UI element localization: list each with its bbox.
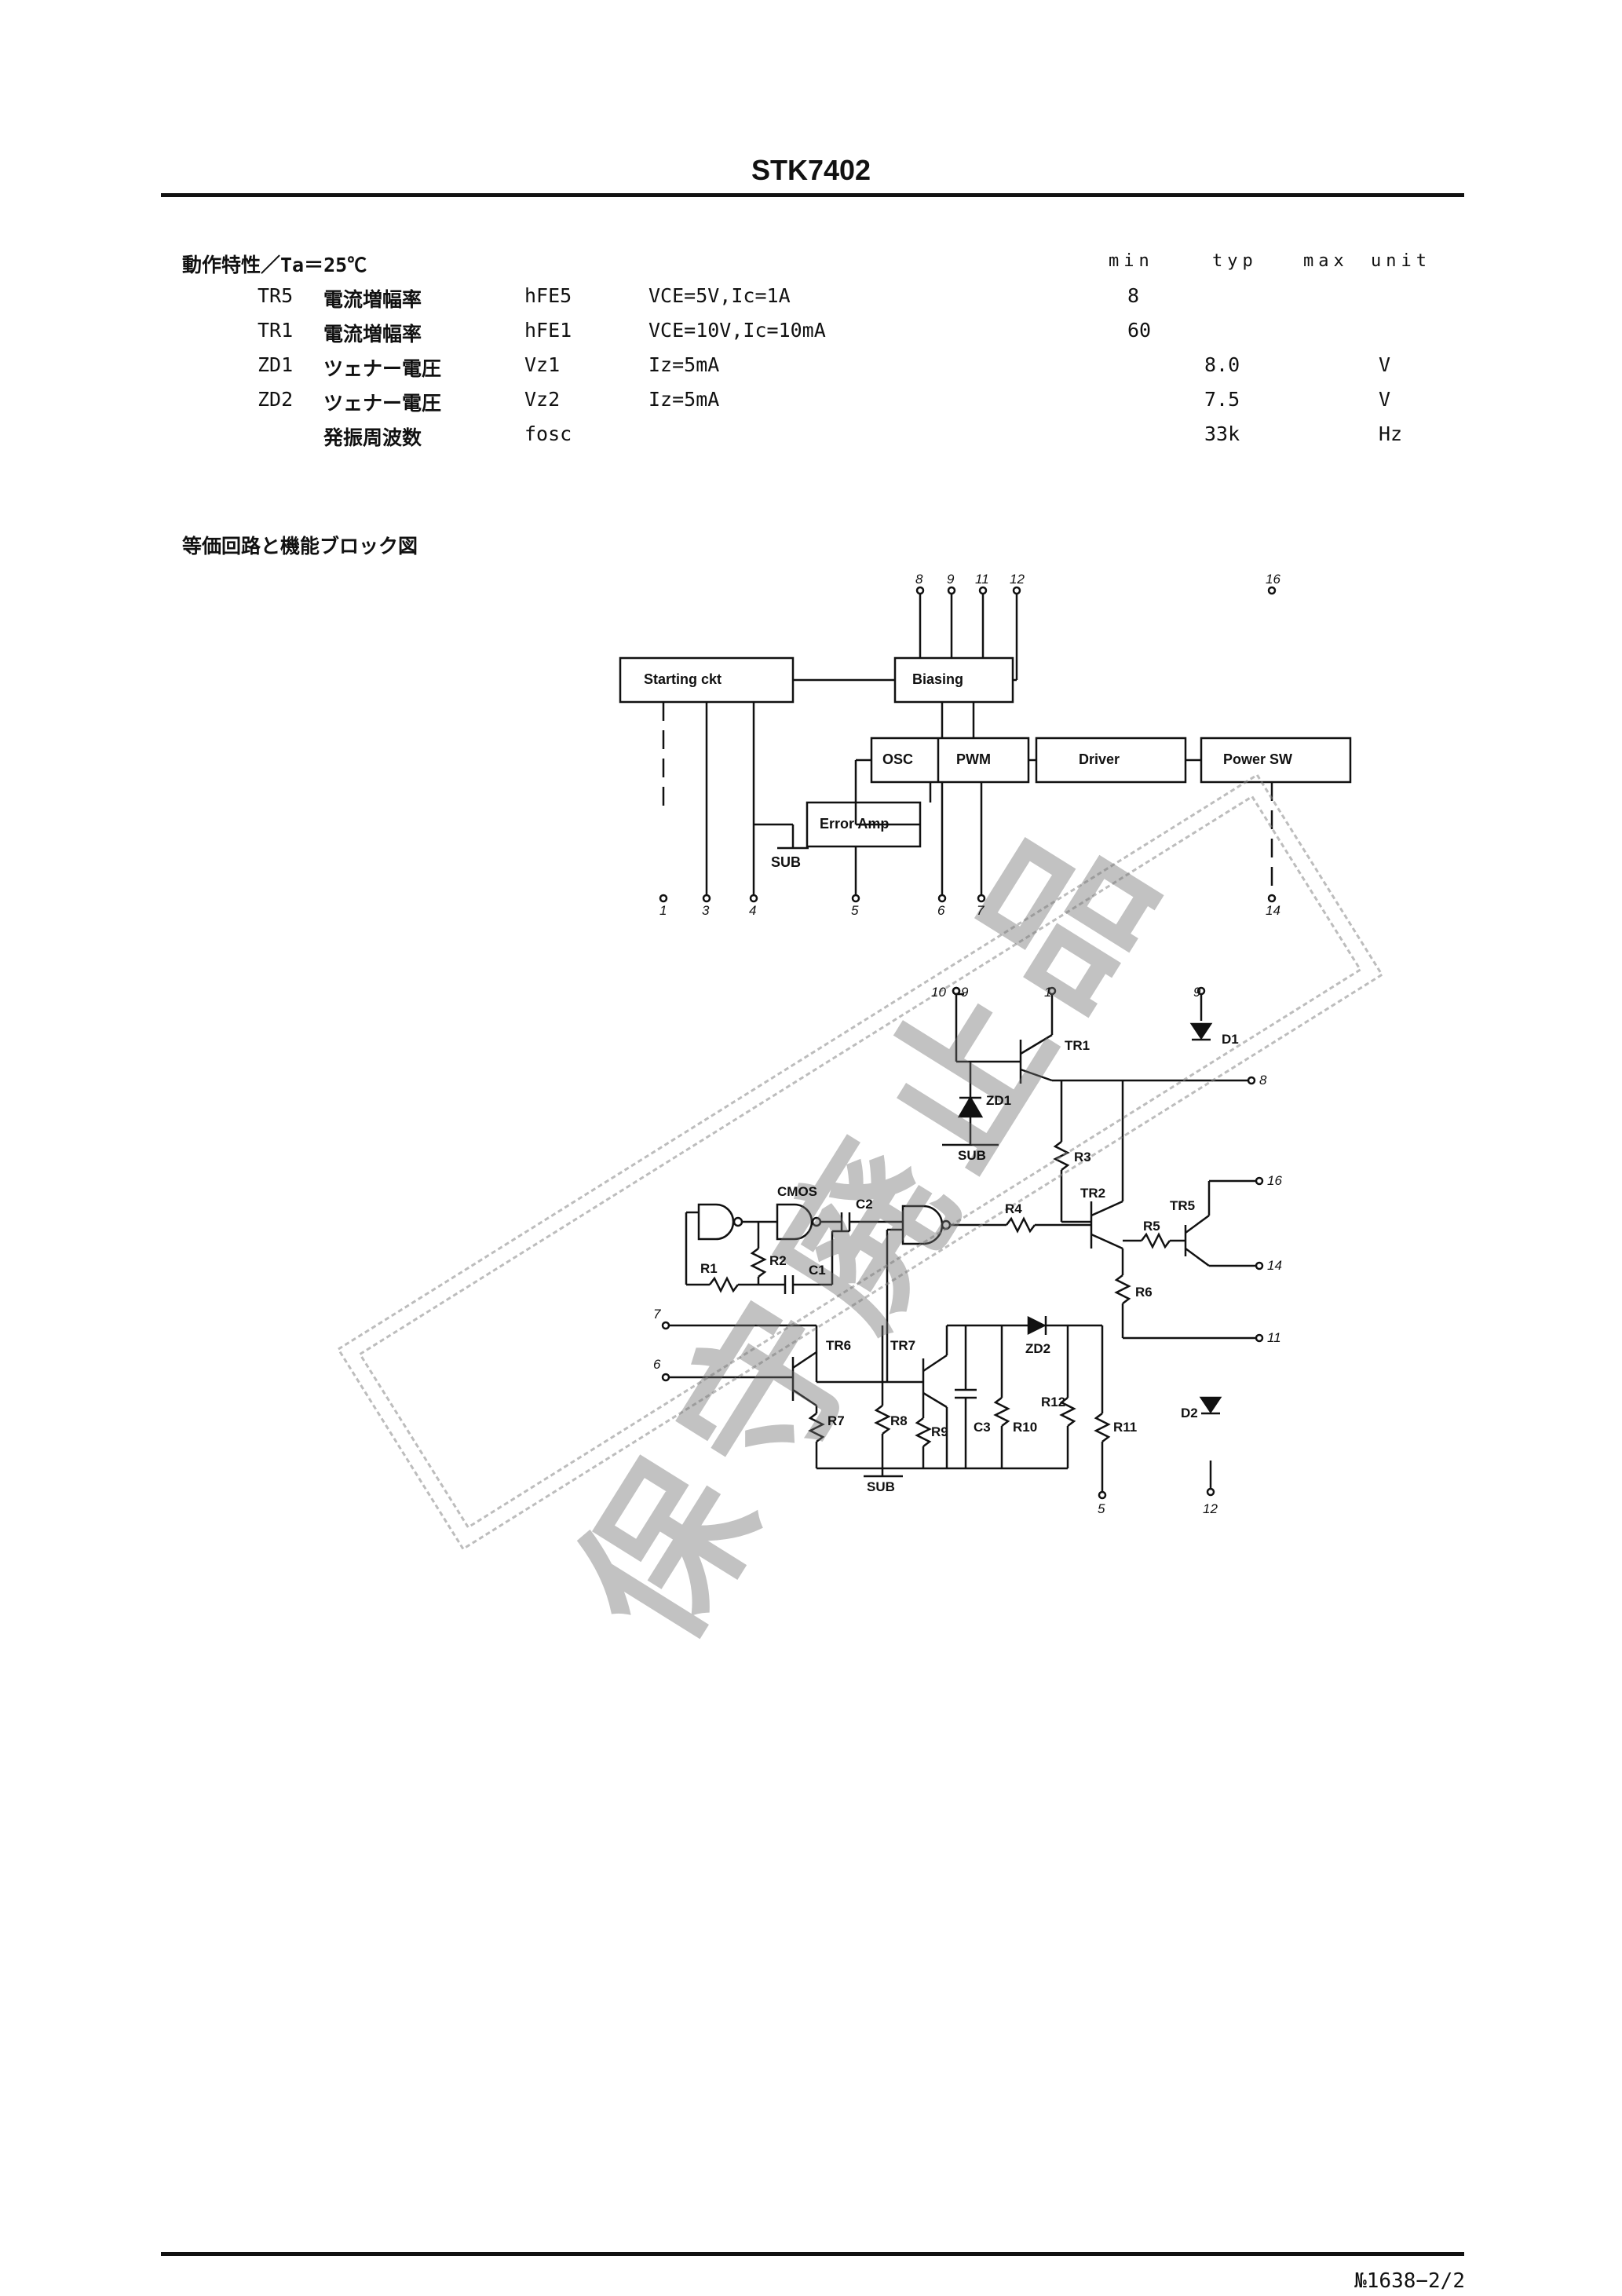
pin-top-8: 8 (915, 572, 923, 587)
cpin-7: 7 (653, 1307, 661, 1322)
col-typ: typ (1212, 251, 1258, 271)
block-biasing-label: Biasing (912, 671, 964, 687)
label-r11: R11 (1113, 1420, 1138, 1435)
label-sub2: SUB (867, 1479, 895, 1494)
spec-name: ツェナー電圧 (323, 357, 442, 380)
label-tr5: TR5 (1170, 1198, 1196, 1213)
block-osc-label: OSC (882, 751, 914, 767)
cpin-11: 11 (1267, 1330, 1281, 1345)
label-r1: R1 (700, 1261, 718, 1276)
stamp-watermark (336, 773, 1384, 1551)
spec-sym: TR5 (258, 284, 294, 307)
block-driver-label: Driver (1079, 751, 1120, 767)
spec-name: 電流増幅率 (323, 288, 422, 311)
label-tr1: TR1 (1065, 1038, 1090, 1053)
label-c2: C2 (856, 1197, 873, 1212)
cpin-5: 5 (1098, 1501, 1105, 1516)
label-d1: D1 (1222, 1032, 1239, 1047)
spec-sym: ZD2 (258, 388, 294, 411)
cpin-6: 6 (653, 1357, 661, 1372)
cpin-9b: 9 (961, 985, 969, 1000)
label-cmos: CMOS (777, 1184, 817, 1199)
spec-param: Vz1 (524, 353, 561, 376)
label-d2: D2 (1181, 1406, 1198, 1420)
cpin-16: 16 (1267, 1173, 1282, 1188)
cpin-14: 14 (1267, 1258, 1282, 1273)
spec-min: 8 (1127, 284, 1140, 307)
section-label: 等価回路と機能ブロック図 (182, 535, 418, 558)
cpin-9: 9 (1193, 985, 1201, 1000)
spec-unit: V (1379, 388, 1391, 411)
label-r10: R10 (1013, 1420, 1038, 1435)
label-zd2: ZD2 (1025, 1341, 1051, 1356)
block-pwm-label: PWM (956, 751, 991, 767)
pin-bottom-4: 4 (749, 903, 757, 918)
footer-rule (161, 2252, 1464, 2256)
header-rule (161, 193, 1464, 197)
label-r7: R7 (827, 1413, 845, 1428)
block-error-amp-label: Error Amp (820, 816, 890, 832)
spec-sym: TR1 (258, 319, 294, 342)
block-power-label: Power SW (1223, 751, 1293, 767)
spec-cond: Iz=5mA (648, 353, 720, 376)
pin-top-16: 16 (1266, 572, 1280, 587)
label-tr2: TR2 (1080, 1186, 1106, 1201)
spec-name: 発振周波数 (323, 426, 422, 449)
pin-bottom-14: 14 (1266, 903, 1280, 918)
block-starting-label: Starting ckt (644, 671, 722, 687)
label-r3: R3 (1074, 1150, 1091, 1164)
sub-label: SUB (771, 854, 802, 870)
label-zd1: ZD1 (986, 1093, 1012, 1108)
spec-unit: V (1379, 353, 1391, 376)
label-r2: R2 (769, 1253, 787, 1268)
cpin-10: 10 (931, 985, 946, 1000)
spec-typ: 7.5 (1204, 388, 1240, 411)
pin-bottom-3: 3 (702, 903, 710, 918)
label-r5: R5 (1143, 1219, 1160, 1234)
pin-top-12: 12 (1010, 572, 1025, 587)
spec-sym: ZD1 (258, 353, 294, 376)
spec-param: fosc (524, 422, 572, 445)
spec-typ: 8.0 (1204, 353, 1240, 376)
spec-cond: Iz=5mA (648, 388, 720, 411)
cpin-8: 8 (1259, 1073, 1267, 1088)
pin-top-9: 9 (947, 572, 955, 587)
spec-param: Vz2 (524, 388, 561, 411)
pin-bottom-1: 1 (659, 903, 667, 918)
col-max: max (1303, 251, 1349, 271)
page-number: №1638−2/2 (1354, 2269, 1465, 2293)
label-r8: R8 (890, 1413, 908, 1428)
label-tr7: TR7 (890, 1338, 916, 1353)
page-title: STK7402 (751, 154, 871, 186)
label-sub1: SUB (958, 1148, 986, 1163)
pin-bottom-7: 7 (977, 903, 985, 918)
spec-unit: Hz (1379, 422, 1403, 445)
spec-param: hFE1 (524, 319, 572, 342)
pin-top-11: 11 (975, 572, 989, 587)
spec-name: ツェナー電圧 (323, 392, 442, 415)
spec-param: hFE5 (524, 284, 572, 307)
specs-heading: 動作特性／Ta＝25℃ (182, 254, 367, 276)
col-unit: unit (1371, 251, 1431, 271)
label-r12: R12 (1041, 1395, 1066, 1409)
pin-bottom-5: 5 (851, 903, 859, 918)
pin-bottom-6: 6 (937, 903, 945, 918)
label-tr6: TR6 (826, 1338, 852, 1353)
label-r6: R6 (1135, 1285, 1153, 1300)
col-min: min (1109, 251, 1154, 271)
spec-cond: VCE=10V,Ic=10mA (648, 319, 826, 342)
spec-cond: VCE=5V,Ic=1A (648, 284, 791, 307)
label-r4: R4 (1005, 1201, 1022, 1216)
spec-min: 60 (1127, 319, 1152, 342)
cpin-12: 12 (1203, 1501, 1218, 1516)
cpin-1: 1 (1044, 985, 1052, 1000)
spec-name: 電流増幅率 (323, 323, 422, 345)
label-r9: R9 (931, 1424, 948, 1439)
label-c1: C1 (809, 1263, 826, 1278)
label-c3: C3 (974, 1420, 991, 1435)
spec-typ: 33k (1204, 422, 1240, 445)
